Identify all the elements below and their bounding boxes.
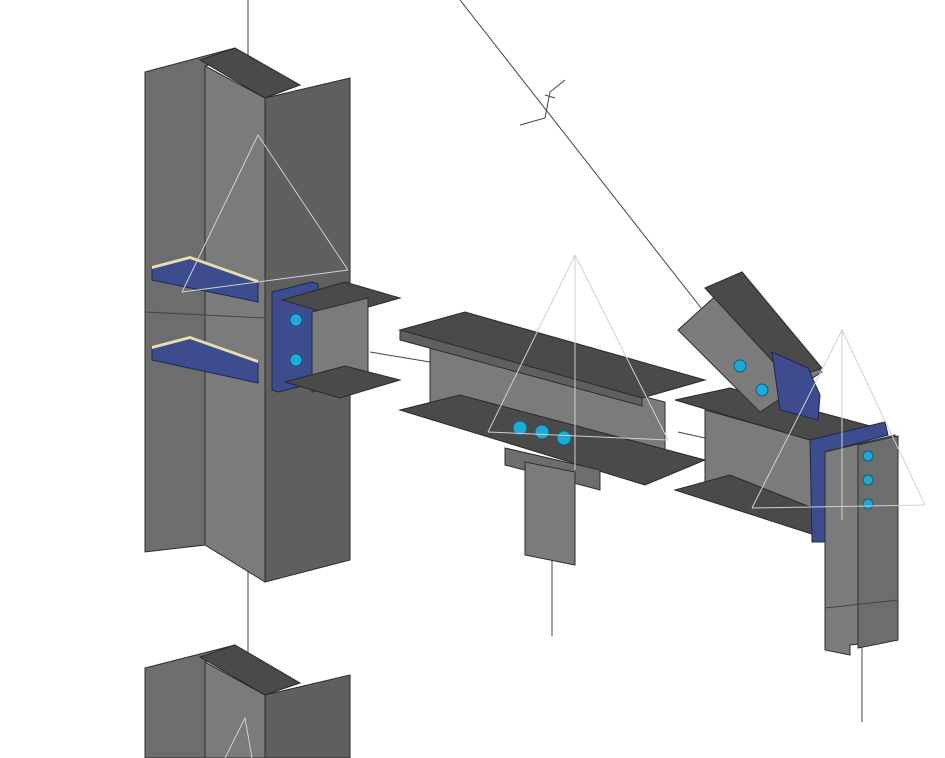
beam-middle[interactable] <box>398 311 707 566</box>
bolt-icon <box>755 383 769 397</box>
bolt-icon <box>289 313 303 327</box>
guide-pyramid-right <box>751 328 926 520</box>
bolt-icon <box>862 450 874 462</box>
bolt-icon <box>862 498 874 510</box>
diagonal-brace[interactable] <box>677 271 823 421</box>
bolt-icon <box>534 424 550 440</box>
guide-pyramid-middle <box>487 253 669 470</box>
bolt-icon <box>289 353 303 367</box>
beam-stub-left[interactable] <box>280 281 402 399</box>
bolt-icon <box>862 474 874 486</box>
stiffener-plates <box>151 256 259 384</box>
column-lower-left[interactable] <box>144 644 351 758</box>
bolt-icon <box>556 430 572 446</box>
reference-lines <box>247 0 863 722</box>
beam-right[interactable] <box>673 387 887 536</box>
column-right[interactable] <box>809 421 899 656</box>
axis-glyph-icon <box>519 79 566 126</box>
bolt-icon <box>733 359 747 373</box>
guide-pyramid-left <box>181 133 349 293</box>
bolt-icon <box>512 420 528 436</box>
